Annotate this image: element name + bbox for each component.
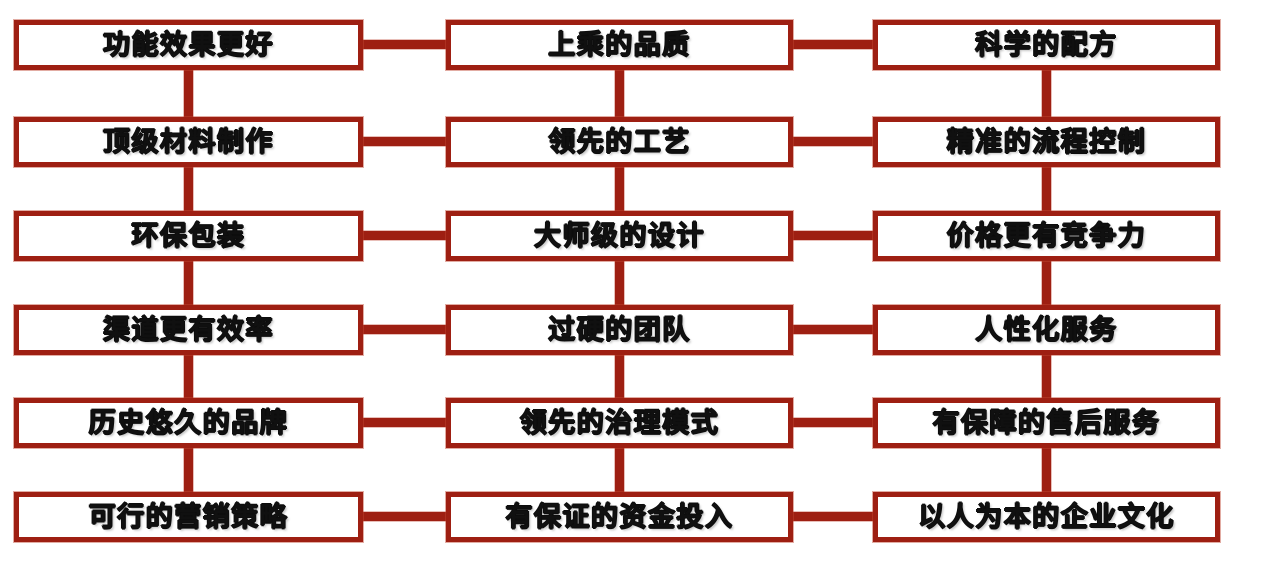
node-label: 过硬的团队 xyxy=(548,314,691,346)
connector-h-r4-c1-c2 xyxy=(358,325,451,334)
connector-v-c2-r3-r4 xyxy=(615,256,624,310)
node-r1c3[interactable]: 科学的配方 xyxy=(872,19,1221,71)
connector-h-r1-c2-c3 xyxy=(788,40,878,49)
node-label: 有保障的售后服务 xyxy=(932,407,1161,439)
connector-h-r5-c2-c3 xyxy=(788,418,878,427)
node-r4c1[interactable]: 渠道更有效率 xyxy=(13,304,364,356)
connector-h-r2-c2-c3 xyxy=(788,137,878,146)
node-label: 精准的流程控制 xyxy=(946,126,1147,158)
connector-v-c2-r5-r6 xyxy=(615,443,624,497)
node-r5c1[interactable]: 历史悠久的品牌 xyxy=(13,397,364,449)
node-label: 以人为本的企业文化 xyxy=(918,501,1175,533)
connector-v-c3-r5-r6 xyxy=(1042,443,1051,497)
connector-v-c2-r2-r3 xyxy=(615,162,624,216)
node-label: 人性化服务 xyxy=(975,314,1118,346)
node-label: 领先的工艺 xyxy=(548,126,691,158)
connector-v-c3-r2-r3 xyxy=(1042,162,1051,216)
node-r6c1[interactable]: 可行的营销策略 xyxy=(13,491,364,543)
node-r6c3[interactable]: 以人为本的企业文化 xyxy=(872,491,1221,543)
connector-h-r3-c1-c2 xyxy=(358,231,451,240)
connector-h-r1-c1-c2 xyxy=(358,40,451,49)
node-r4c2[interactable]: 过硬的团队 xyxy=(445,304,794,356)
node-r5c2[interactable]: 领先的治理模式 xyxy=(445,397,794,449)
node-label: 渠道更有效率 xyxy=(103,314,274,346)
node-label: 历史悠久的品牌 xyxy=(88,407,289,439)
node-label: 顶级材料制作 xyxy=(103,126,274,158)
node-r3c3[interactable]: 价格更有竞争力 xyxy=(872,210,1221,262)
connector-h-r3-c2-c3 xyxy=(788,231,878,240)
connector-v-c2-r1-r2 xyxy=(615,65,624,122)
node-label: 价格更有竞争力 xyxy=(946,220,1147,252)
node-r2c3[interactable]: 精准的流程控制 xyxy=(872,116,1221,168)
node-label: 领先的治理模式 xyxy=(519,407,720,439)
node-r1c2[interactable]: 上乘的品质 xyxy=(445,19,794,71)
connector-h-r6-c2-c3 xyxy=(788,512,878,521)
connector-v-c2-r4-r5 xyxy=(615,350,624,403)
connector-h-r5-c1-c2 xyxy=(358,418,451,427)
node-label: 有保证的资金投入 xyxy=(505,501,734,533)
node-label: 环保包装 xyxy=(131,220,246,252)
connector-v-c1-r5-r6 xyxy=(184,443,193,497)
connector-v-c1-r1-r2 xyxy=(184,65,193,122)
connector-v-c1-r4-r5 xyxy=(184,350,193,403)
node-r4c3[interactable]: 人性化服务 xyxy=(872,304,1221,356)
node-label: 可行的营销策略 xyxy=(88,501,289,533)
connector-v-c1-r3-r4 xyxy=(184,256,193,310)
node-r3c2[interactable]: 大师级的设计 xyxy=(445,210,794,262)
node-label: 大师级的设计 xyxy=(534,220,705,252)
node-label: 科学的配方 xyxy=(975,29,1118,61)
connector-v-c3-r4-r5 xyxy=(1042,350,1051,403)
node-label: 上乘的品质 xyxy=(548,29,691,61)
connector-v-c3-r1-r2 xyxy=(1042,65,1051,122)
connector-h-r4-c2-c3 xyxy=(788,325,878,334)
connector-v-c3-r3-r4 xyxy=(1042,256,1051,310)
node-r2c2[interactable]: 领先的工艺 xyxy=(445,116,794,168)
node-r2c1[interactable]: 顶级材料制作 xyxy=(13,116,364,168)
node-label: 功能效果更好 xyxy=(103,29,274,61)
node-r3c1[interactable]: 环保包装 xyxy=(13,210,364,262)
connector-h-r2-c1-c2 xyxy=(358,137,451,146)
node-r6c2[interactable]: 有保证的资金投入 xyxy=(445,491,794,543)
connector-v-c1-r2-r3 xyxy=(184,162,193,216)
connector-h-r6-c1-c2 xyxy=(358,512,451,521)
node-r5c3[interactable]: 有保障的售后服务 xyxy=(872,397,1221,449)
node-r1c1[interactable]: 功能效果更好 xyxy=(13,19,364,71)
